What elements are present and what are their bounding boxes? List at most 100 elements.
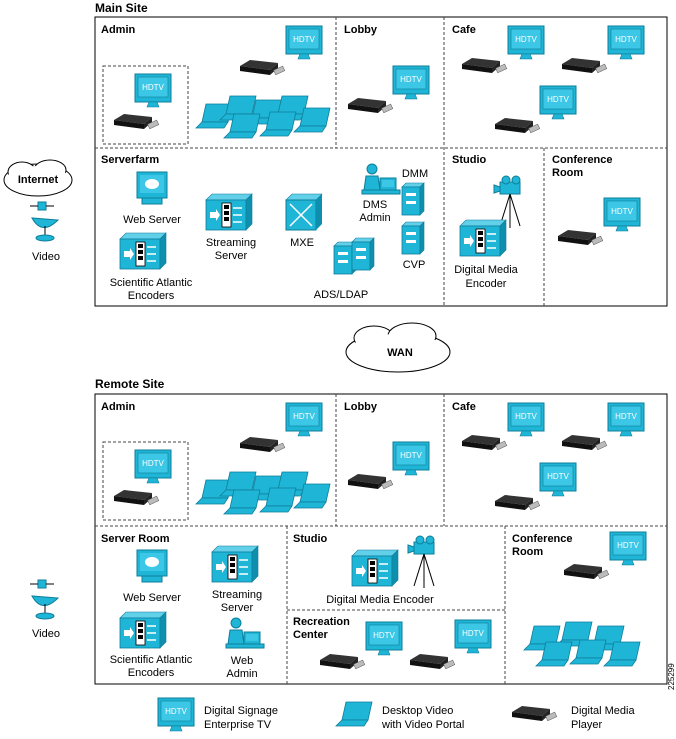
legend-player-label-1: Digital Media: [571, 705, 635, 717]
remote-recreation-tv-icon-1: [365, 621, 403, 656]
main-studio-label: Studio: [452, 154, 486, 166]
main-dme-label-2: Encoder: [466, 278, 507, 290]
main-site-frame: [94, 16, 668, 307]
legend-tv-icon: [157, 697, 195, 732]
legend-desktop-label-2: with Video Portal: [381, 719, 464, 731]
internet-satellite-dish-icon: [29, 201, 59, 242]
remote-admin-player-icon: [113, 489, 160, 506]
wan-cloud: [345, 322, 451, 373]
remote-dme-icon: [351, 549, 399, 587]
remote-studio-label: Studio: [293, 533, 327, 545]
remote-lobby-player-icon: [347, 473, 394, 490]
remote-cafe-player-icon-2: [561, 434, 608, 451]
remote-conference-label-2: Room: [512, 546, 543, 558]
remote-satellite-dish-icon: [29, 579, 59, 620]
main-cafe-tv-icon-3: [539, 85, 577, 120]
main-lobby-player-icon: [347, 97, 394, 114]
main-cvp-icon: [401, 221, 425, 255]
remote-sa-label-1: Scientific Atlantic: [110, 654, 193, 666]
main-sa-encoder-icon: [119, 232, 167, 270]
remote-sa-label-2: Encoders: [128, 667, 175, 679]
remote-cafe-player-icon-3: [494, 494, 541, 511]
main-lobby-label: Lobby: [344, 24, 378, 36]
remote-web-server-icon: [136, 549, 168, 583]
remote-admin-tv2-icon: [285, 402, 323, 437]
remote-sa-encoder-icon: [119, 611, 167, 649]
remote-web-admin-label-2: Admin: [226, 668, 257, 680]
remote-cafe-label: Cafe: [452, 401, 476, 413]
main-dms-admin-icon: [361, 163, 401, 195]
remote-web-admin-icon: [225, 617, 265, 649]
main-ads-icon-2: [351, 237, 375, 271]
main-conference-player-icon: [557, 229, 604, 246]
remote-web-server-label: Web Server: [123, 592, 181, 604]
remote-conference-tv-icon: [609, 531, 647, 566]
remote-admin-tv-icon: [134, 449, 172, 484]
remote-cafe-tv-icon-1: [507, 402, 545, 437]
remote-conference-player-icon: [563, 563, 610, 580]
remote-studio-camera-icon: [407, 535, 435, 589]
main-dms-label-2: Admin: [359, 212, 390, 224]
remote-dme-label: Digital Media Encoder: [326, 594, 434, 606]
main-cafe-player-icon-2: [561, 57, 608, 74]
main-conference-tv-icon: [603, 197, 641, 232]
internet-cloud: [3, 159, 73, 197]
remote-recreation-label-1: Recreation: [293, 616, 350, 628]
main-cafe-label: Cafe: [452, 24, 476, 36]
main-cafe-player-icon-3: [494, 117, 541, 134]
remote-streaming-server-icon: [211, 545, 259, 583]
main-lobby-tv-icon: [392, 65, 430, 100]
main-cafe-tv-icon-1: [507, 25, 545, 60]
main-sa-label-1: Scientific Atlantic: [110, 277, 193, 289]
main-conference-label-2: Room: [552, 167, 583, 179]
remote-admin-label: Admin: [101, 401, 136, 413]
remote-recreation-player-icon-2: [409, 653, 456, 670]
remote-site-frame: [94, 393, 668, 685]
legend-player-label-2: Player: [571, 719, 603, 731]
remote-cafe-player-icon-1: [461, 434, 508, 451]
main-admin-tv2-icon: [285, 25, 323, 60]
main-conference-label-1: Conference: [552, 154, 613, 166]
main-site-title: Main Site: [95, 1, 148, 15]
remote-video-label: Video: [32, 628, 60, 640]
legend-desktop-icon: [335, 701, 373, 727]
main-streaming-label-2: Server: [215, 250, 248, 262]
main-dmm-label: DMM: [402, 168, 428, 180]
remote-server-room-label: Server Room: [101, 533, 170, 545]
main-web-server-label: Web Server: [123, 214, 181, 226]
figure-id: 225299: [667, 663, 676, 690]
main-admin-tv-icon: [134, 73, 172, 108]
remote-web-admin-label-1: Web: [231, 655, 253, 667]
main-mxe-icon: [285, 193, 323, 231]
main-admin-player2-icon: [239, 59, 286, 76]
legend-player-icon: [511, 705, 558, 722]
remote-streaming-label-2: Server: [221, 602, 254, 614]
main-cafe-tv-icon-2: [607, 25, 645, 60]
remote-cafe-tv-icon-3: [539, 462, 577, 497]
legend-tv-label-2: Enterprise TV: [204, 719, 272, 731]
main-streaming-label-1: Streaming: [206, 237, 256, 249]
internet-label: Internet: [18, 174, 59, 186]
remote-cafe-tv-icon-2: [607, 402, 645, 437]
wan-label: WAN: [387, 347, 413, 359]
main-ads-label: ADS/LDAP: [314, 289, 368, 301]
remote-lobby-tv-icon: [392, 441, 430, 476]
main-serverfarm-label: Serverfarm: [101, 154, 159, 166]
legend-tv-label-1: Digital Signage: [204, 705, 278, 717]
main-dms-label-1: DMS: [363, 199, 387, 211]
main-dmm-icon: [401, 182, 425, 216]
main-streaming-server-icon: [205, 193, 253, 231]
main-admin-player-icon: [113, 113, 160, 130]
remote-recreation-tv-icon-2: [454, 619, 492, 654]
main-mxe-label: MXE: [290, 237, 314, 249]
main-admin-label: Admin: [101, 24, 136, 36]
main-dme-icon: [459, 219, 507, 257]
main-cvp-label: CVP: [403, 259, 426, 271]
main-web-server-icon: [136, 171, 168, 205]
remote-admin-player2-icon: [239, 436, 286, 453]
remote-recreation-label-2: Center: [293, 629, 329, 641]
remote-site-title: Remote Site: [95, 377, 165, 391]
internet-video-label: Video: [32, 251, 60, 263]
main-sa-label-2: Encoders: [128, 290, 175, 302]
